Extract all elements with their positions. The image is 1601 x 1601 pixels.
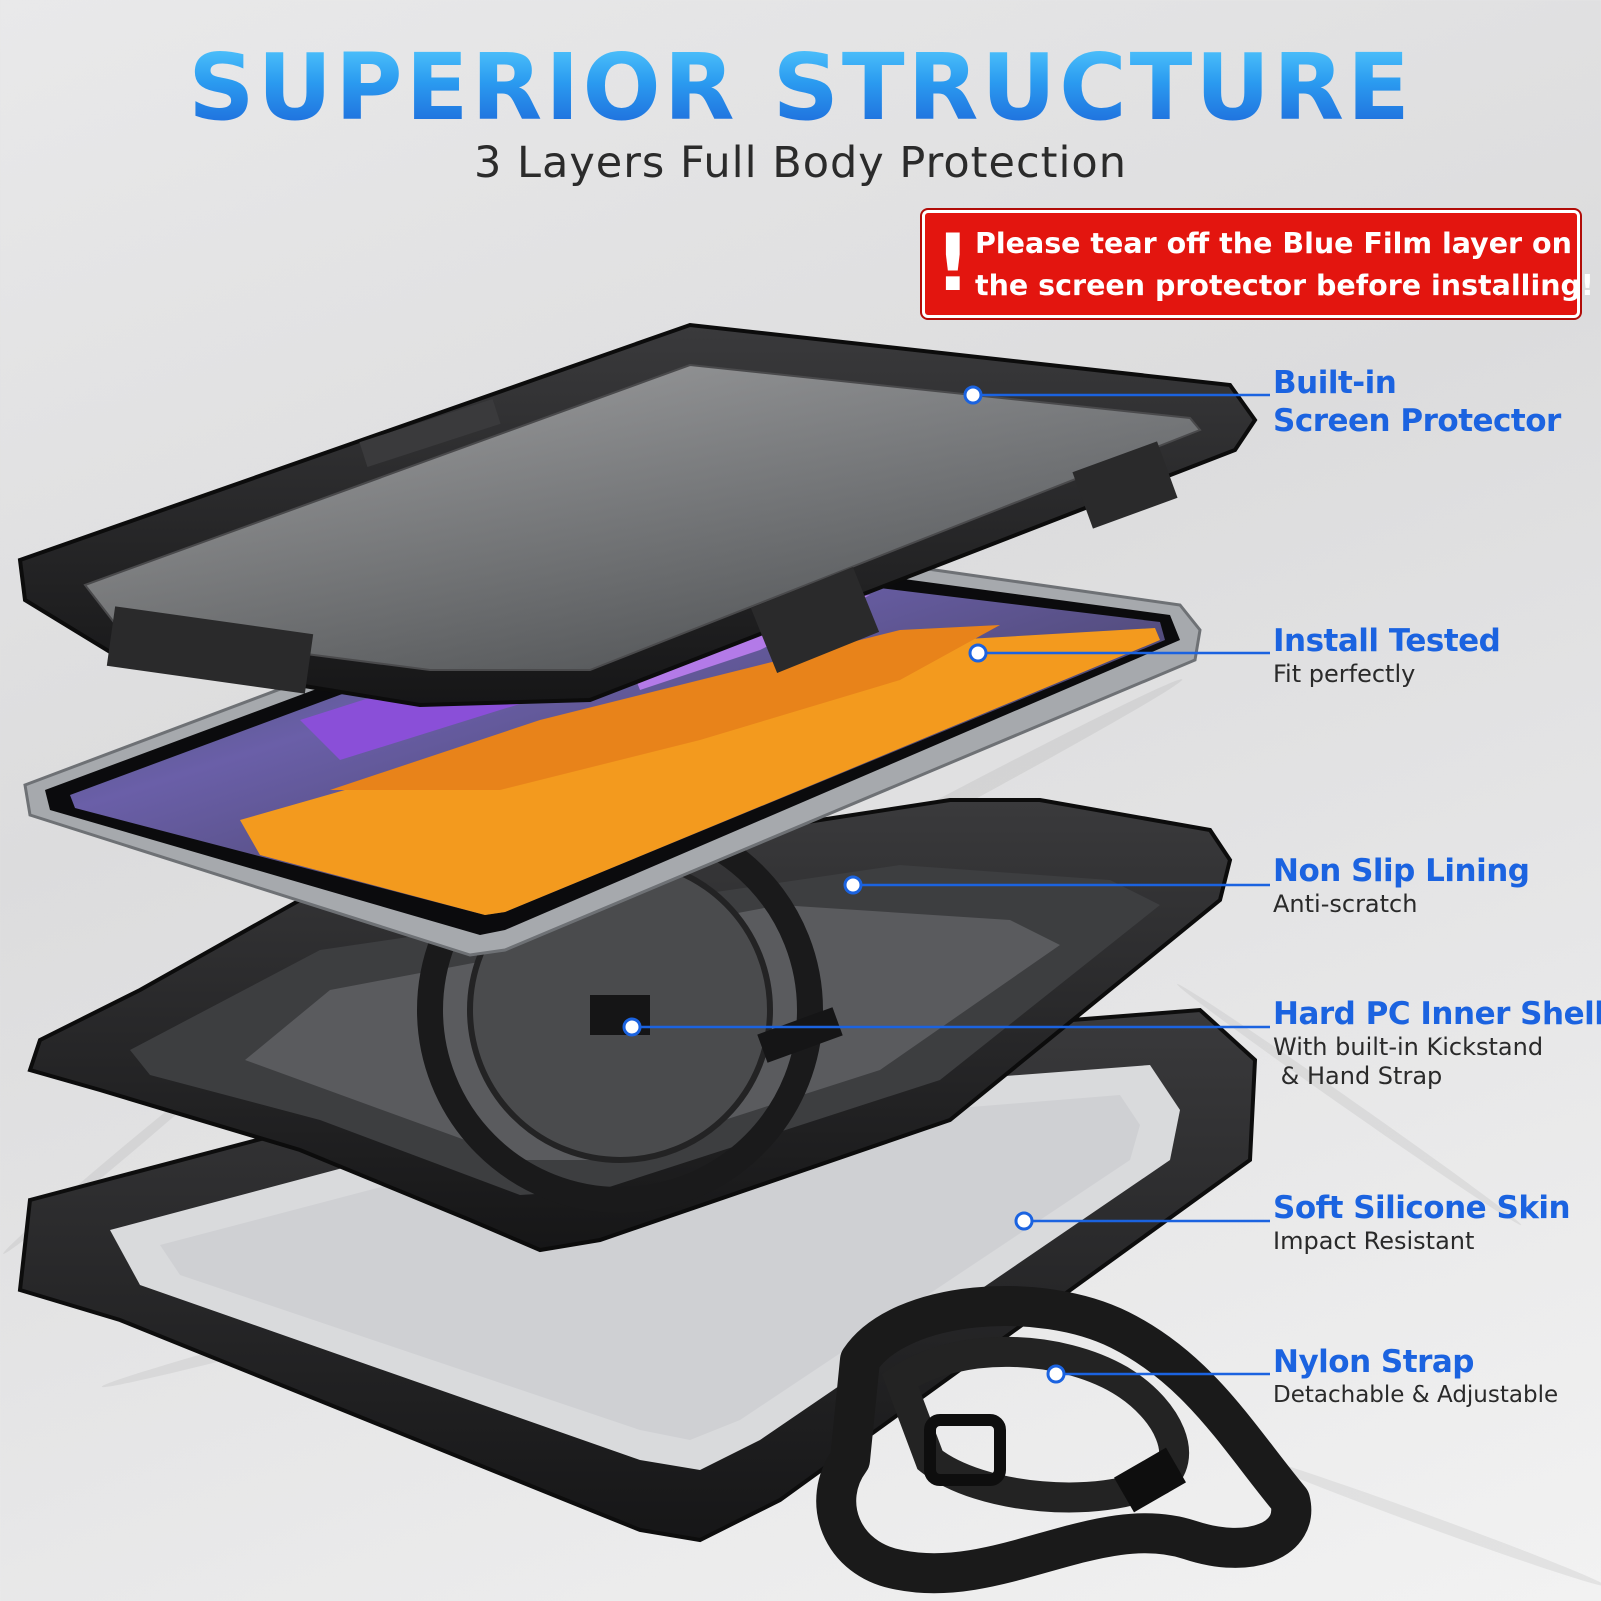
nylon-strap bbox=[816, 1286, 1312, 1594]
callout-title: Nylon Strap bbox=[1273, 1344, 1474, 1380]
warning-line-2: the screen protector before installing! bbox=[975, 269, 1594, 302]
callout-non-slip-lining: Non Slip Lining Anti-scratch bbox=[1273, 852, 1530, 919]
callout-desc: & Hand Strap bbox=[1273, 1062, 1443, 1090]
callout-desc: Impact Resistant bbox=[1273, 1227, 1475, 1255]
callout-screen-protector: Built-in Screen Protector bbox=[1273, 364, 1561, 440]
callout-desc: Fit perfectly bbox=[1273, 660, 1416, 688]
callout-install-tested: Install Tested Fit perfectly bbox=[1273, 622, 1501, 689]
callout-title: Built-in bbox=[1273, 365, 1397, 401]
callout-nylon-strap: Nylon Strap Detachable & Adjustable bbox=[1273, 1343, 1558, 1410]
callout-title: Soft Silicone Skin bbox=[1273, 1190, 1571, 1226]
page-title: SUPERIOR STRUCTURE bbox=[0, 34, 1601, 141]
tablet bbox=[23, 533, 1202, 957]
callout-desc: Anti-scratch bbox=[1273, 890, 1418, 918]
callout-title: Install Tested bbox=[1273, 623, 1501, 659]
callout-lines bbox=[632, 393, 1270, 1376]
warning-line-1: Please tear off the Blue Film layer on bbox=[975, 227, 1572, 260]
callout-title: Hard PC Inner Shell bbox=[1273, 996, 1601, 1032]
screen-protector-frame bbox=[17, 322, 1258, 708]
warning-text: Please tear off the Blue Film layer on t… bbox=[975, 223, 1594, 307]
callout-hard-pc-inner-shell: Hard PC Inner Shell With built-in Kickst… bbox=[1273, 995, 1601, 1091]
warning-banner: ! Please tear off the Blue Film layer on… bbox=[922, 210, 1594, 318]
callout-title: Screen Protector bbox=[1273, 403, 1561, 439]
callout-desc: Detachable & Adjustable bbox=[1273, 1382, 1559, 1408]
page-subtitle: 3 Layers Full Body Protection bbox=[474, 138, 1127, 188]
callout-silicone-skin: Soft Silicone Skin Impact Resistant bbox=[1273, 1189, 1571, 1256]
callout-title: Non Slip Lining bbox=[1273, 853, 1530, 889]
exclamation-icon: ! bbox=[935, 219, 971, 309]
callout-dots bbox=[622, 385, 1066, 1384]
callout-desc: With built-in Kickstand bbox=[1273, 1033, 1544, 1061]
